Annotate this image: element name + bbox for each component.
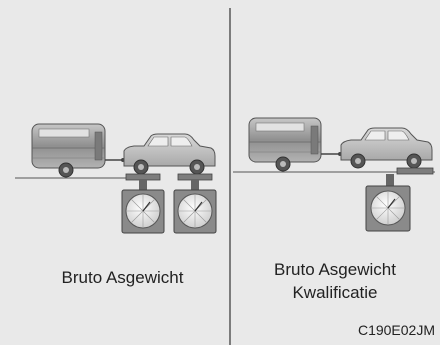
right-scene [233, 117, 435, 232]
trailer [248, 117, 342, 172]
scale-rear [173, 173, 217, 234]
car [123, 133, 216, 175]
scale-rear-axle [365, 167, 434, 232]
right-caption-line1: Bruto Asgewicht [274, 260, 396, 279]
right-caption-line2: Kwalificatie [292, 283, 378, 302]
right-caption: Bruto Asgewicht Kwalificatie [235, 258, 435, 304]
left-caption: Bruto Asgewicht [61, 268, 184, 287]
left-scene [15, 123, 217, 234]
car [340, 127, 433, 169]
scale-front [121, 173, 165, 234]
trailer [31, 123, 125, 178]
figure-code: C190E02JM [357, 322, 435, 338]
